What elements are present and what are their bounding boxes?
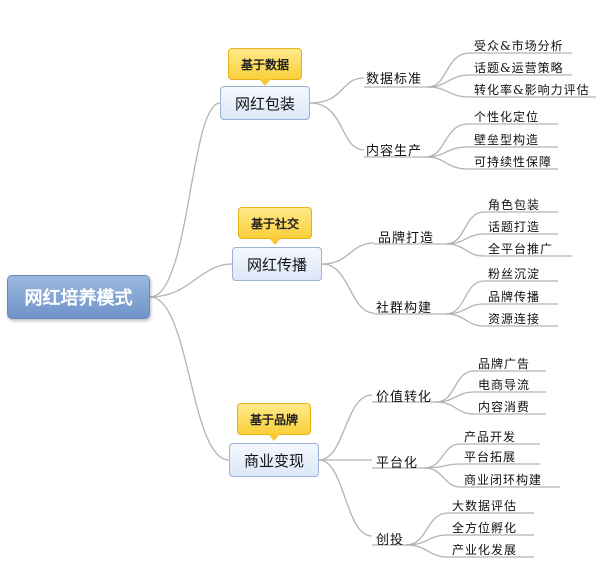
- root-node[interactable]: 网红培养模式: [7, 275, 150, 319]
- callout-based-on-brand: 基于品牌: [237, 403, 311, 441]
- sub-node-community-building[interactable]: 社群构建: [376, 301, 433, 316]
- callout-based-on-social: 基于社交: [238, 207, 312, 245]
- leaf-node[interactable]: 大数据评估: [452, 499, 518, 513]
- leaf-node[interactable]: 转化率&影响力评估: [474, 83, 590, 97]
- branch-node-monetization[interactable]: 商业变现: [229, 443, 319, 477]
- leaf-node[interactable]: 角色包装: [488, 198, 541, 212]
- leaf-node[interactable]: 资源连接: [488, 312, 541, 326]
- leaf-node[interactable]: 壁垒型构造: [474, 133, 540, 147]
- callout-based-on-data: 基于数据: [228, 48, 302, 86]
- leaf-node[interactable]: 粉丝沉淀: [488, 267, 541, 281]
- leaf-node[interactable]: 话题打造: [488, 220, 541, 234]
- sub-node-venture-investment[interactable]: 创投: [376, 533, 405, 548]
- branch-node-spread[interactable]: 网红传播: [232, 247, 322, 281]
- sub-node-data-standard[interactable]: 数据标准: [366, 72, 423, 87]
- leaf-node[interactable]: 产业化发展: [452, 543, 518, 557]
- sub-node-content-production[interactable]: 内容生产: [366, 144, 423, 159]
- leaf-node[interactable]: 全方位孵化: [452, 521, 518, 535]
- leaf-node[interactable]: 全平台推广: [488, 242, 554, 256]
- sub-node-brand-building[interactable]: 品牌打造: [378, 231, 435, 246]
- leaf-node[interactable]: 电商导流: [478, 378, 531, 392]
- leaf-node[interactable]: 品牌传播: [488, 290, 541, 304]
- leaf-node[interactable]: 产品开发: [464, 430, 517, 444]
- leaf-node[interactable]: 话题&运营策略: [474, 61, 564, 75]
- sub-node-platformization[interactable]: 平台化: [376, 456, 419, 471]
- leaf-node[interactable]: 商业闭环构建: [464, 473, 543, 487]
- leaf-node[interactable]: 平台拓展: [464, 450, 517, 464]
- leaf-node[interactable]: 可持续性保障: [474, 155, 553, 169]
- sub-node-value-conversion[interactable]: 价值转化: [376, 390, 433, 405]
- leaf-node[interactable]: 品牌广告: [478, 357, 531, 371]
- leaf-node[interactable]: 内容消费: [478, 400, 531, 414]
- branch-node-packaging[interactable]: 网红包装: [220, 86, 310, 120]
- leaf-node[interactable]: 受众&市场分析: [474, 39, 564, 53]
- leaf-node[interactable]: 个性化定位: [474, 110, 540, 124]
